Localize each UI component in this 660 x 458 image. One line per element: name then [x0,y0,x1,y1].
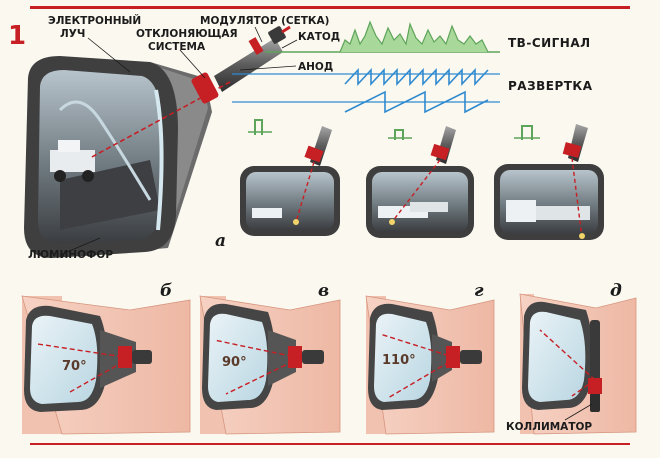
panel-letter-a: а [215,231,226,251]
label-beam-2: ЛУЧ [60,28,85,40]
signal-lines [232,20,500,114]
panel-v: в 90° [199,281,341,435]
screen-b [30,315,98,404]
label-anode: АНОД [298,61,333,73]
label-modulator: МОДУЛЯТОР (СЕТКА) [200,15,329,27]
panel-b: б 70° [21,281,191,435]
tv-signal-wave [339,20,489,53]
figure-number: 1 [8,21,26,51]
angle-label-g: 110° [382,353,416,368]
vertical-scan-wave [344,90,489,114]
deflection-yoke [191,72,219,104]
angle-label-v: 90° [222,355,247,370]
panel-letter-g: г [474,281,484,301]
panel-d: д КОЛЛИМАТОР [506,281,637,435]
angle-label-b: 70° [62,359,87,374]
label-deflection-1: ОТКЛОНЯЮЩАЯ [136,28,238,40]
label-deflection-2: СИСТЕМА [148,41,206,53]
pulse-1 [254,119,263,135]
screen-v [208,313,268,402]
panel-a: а [215,119,604,251]
label-collimator: КОЛЛИМАТОР [506,421,592,433]
pulse-3 [521,125,533,140]
small-tv-1 [240,119,340,236]
pulse-2 [394,129,404,140]
horizontal-scan-wave [344,67,489,87]
label-beam-1: ЭЛЕКТРОННЫЙ [48,14,141,27]
label-cathode: КАТОД [298,31,340,43]
bottom-rule [30,443,630,445]
top-rule [30,6,630,9]
small-tv-2 [366,126,474,238]
truck-cab [50,150,95,172]
label-scan: РАЗВЕРТКА [508,79,593,93]
cathode-part [248,37,264,55]
phosphor-layer [154,89,164,231]
tube-neck [214,38,283,92]
panel-letter-v: в [318,281,329,301]
screen-g [374,313,432,402]
panel-letter-b: б [160,281,172,301]
label-phosphor: ЛЮМИНОФОР [28,249,113,261]
small-tv-3 [494,124,604,240]
main-kinescope [24,25,291,258]
panel-g: г 110° [365,281,495,435]
screen-d [528,311,586,402]
electron-beam [89,81,231,159]
label-tv-signal: ТВ-СИГНАЛ [508,36,591,50]
panel-letter-d: д [610,281,622,301]
